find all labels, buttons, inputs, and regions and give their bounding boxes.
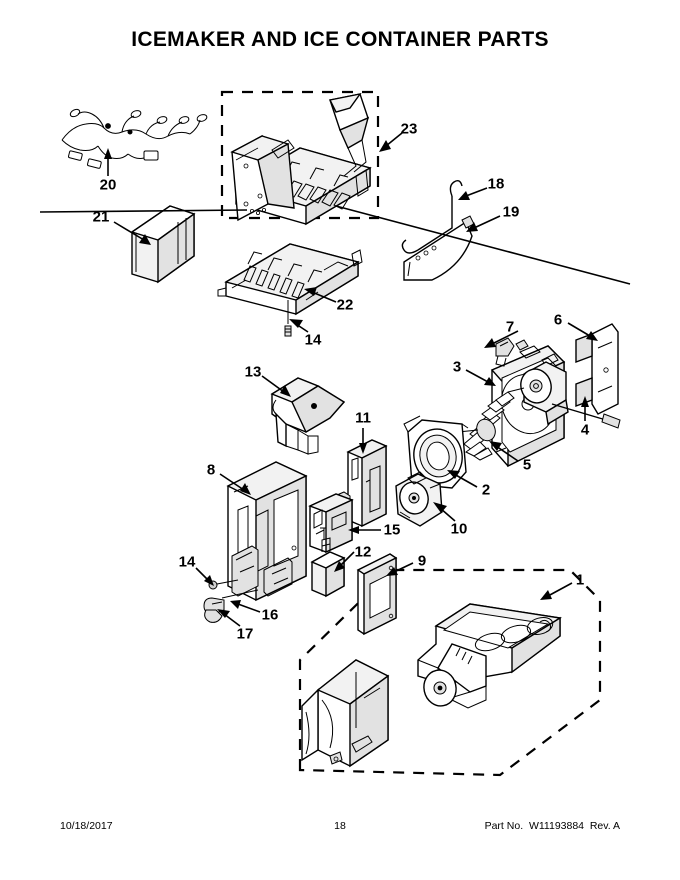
part-knob [204,609,223,623]
callout-4: 4 [580,421,590,439]
page-footer: 10/18/2017 18 Part No. W11193884 Rev. A [0,820,680,840]
part-wire-harness [61,108,208,169]
callout-16: 16 [261,606,279,624]
part-ejector-stripper [217,243,363,316]
part-auger-motor [395,471,443,527]
footer-part-number: Part No. W11193884 Rev. A [484,820,620,832]
part-mounting-bracket [308,493,354,554]
footer-date: 10/18/2017 [60,820,113,832]
part-front-cover-plate [356,553,398,636]
callout-17: 17 [236,625,254,643]
callout-15: 15 [383,521,401,539]
part-ice-door-flap [403,215,475,281]
footer-page-number: 18 [334,820,346,832]
part-fill-tube [401,179,463,254]
callout-9: 9 [417,552,427,570]
callout-19: 19 [502,203,520,221]
part-icemaker-housing [226,461,308,602]
part-motor-clip [495,337,529,367]
part-icemaker-assembly [230,92,372,226]
part-ice-chute-deflector [270,377,346,455]
callout-21: 21 [92,208,110,226]
part-motor-bracket [575,323,619,415]
leader-lines [39,132,631,627]
callout-22: 22 [336,296,354,314]
callout-13: 13 [244,363,262,381]
callout-18: 18 [487,175,505,193]
part-ice-container-assembly [301,603,562,768]
page-title: ICEMAKER AND ICE CONTAINER PARTS [131,28,549,51]
part-insulation-cover [130,205,196,284]
part-fan-motor [507,361,621,429]
callout-2: 2 [481,481,491,499]
callout-6: 6 [553,311,563,329]
callout-11: 11 [355,409,371,427]
dashed-box-ice-container [298,568,602,777]
callout-7: 7 [505,318,515,336]
callout-20: 20 [99,176,117,194]
callout-5: 5 [522,456,532,474]
callout-14-upper: 14 [304,331,322,349]
part-screw-upper [284,300,292,337]
part-solenoid [310,527,346,598]
callout-3: 3 [452,358,462,376]
dashed-box-icemaker [220,90,380,220]
callout-8: 8 [206,461,216,479]
callout-1: 1 [575,571,585,589]
callout-23: 23 [400,120,418,138]
part-fan-blade [457,391,515,461]
callout-12: 12 [354,543,372,561]
callout-10: 10 [450,520,468,538]
callout-14-lower: 14 [178,553,196,571]
